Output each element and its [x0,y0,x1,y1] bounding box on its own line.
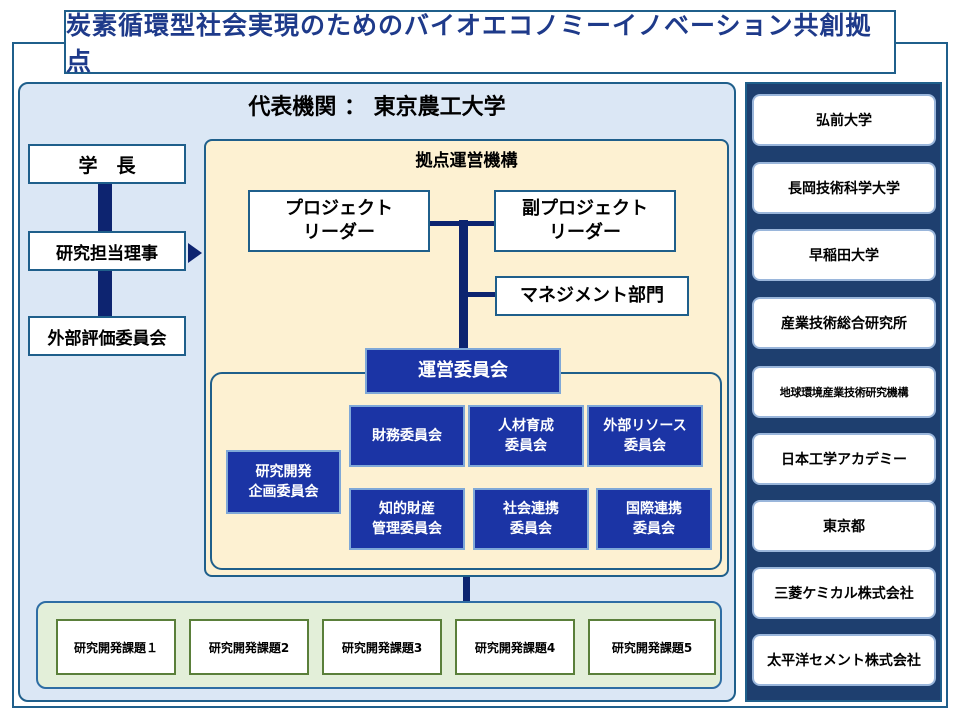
committee-external-resources: 外部リソース委員会 [587,405,703,467]
arrow-right-icon [188,243,202,263]
partner-aist: 産業技術総合研究所 [752,297,936,349]
management-dept-box: マネジメント部門 [495,276,689,316]
steering-committee-box: 運営委員会 [365,348,561,394]
research-topic-4: 研究開発課題4 [455,619,575,675]
research-topic-1: 研究開発課題１ [56,619,176,675]
research-topic-5: 研究開発課題5 [588,619,716,675]
management-link-connector [463,292,495,297]
partner-waseda: 早稲田大学 [752,229,936,281]
external-evaluation-committee-box: 外部評価委員会 [28,316,186,356]
partner-hirosaki: 弘前大学 [752,94,936,146]
partner-tokyo: 東京都 [752,500,936,552]
project-leader-box: プロジェクトリーダー [248,190,430,252]
representative-heading: 代表機関 ： 東京農工大学 [248,95,506,120]
partner-nagaoka: 長岡技術科学大学 [752,162,936,214]
committee-finance: 財務委員会 [349,405,465,467]
committee-intellectual-property: 知的財産管理委員会 [349,488,465,550]
research-link-connector [463,577,470,601]
committee-social-collaboration: 社会連携委員会 [473,488,589,550]
leader-link-connector [430,221,494,226]
hub-operation-label: 拠点運営機構 [415,151,518,171]
committee-international-collaboration: 国際連携委員会 [596,488,712,550]
vice-project-leader-box: 副プロジェクトリーダー [494,190,676,252]
research-topic-3: 研究開発課題3 [322,619,442,675]
partner-eaj: 日本工学アカデミー [752,433,936,485]
partner-mitsubishi-chemical: 三菱ケミカル株式会社 [752,567,936,619]
diagram-title: 炭素循環型社会実現のためのバイオエコノミーイノベーション共創拠点 [64,10,896,76]
committee-rd-planning: 研究開発企画委員会 [226,450,341,514]
research-director-box: 研究担当理事 [28,231,186,271]
committee-talent-development: 人材育成委員会 [468,405,584,467]
hub-trunk-connector [459,220,468,350]
partner-rite: 地球環境産業技術研究機構 [752,366,936,418]
partner-taiheiyo-cement: 太平洋セメント株式会社 [752,634,936,686]
research-topic-2: 研究開発課題2 [189,619,309,675]
president-box: 学 長 [28,144,186,184]
